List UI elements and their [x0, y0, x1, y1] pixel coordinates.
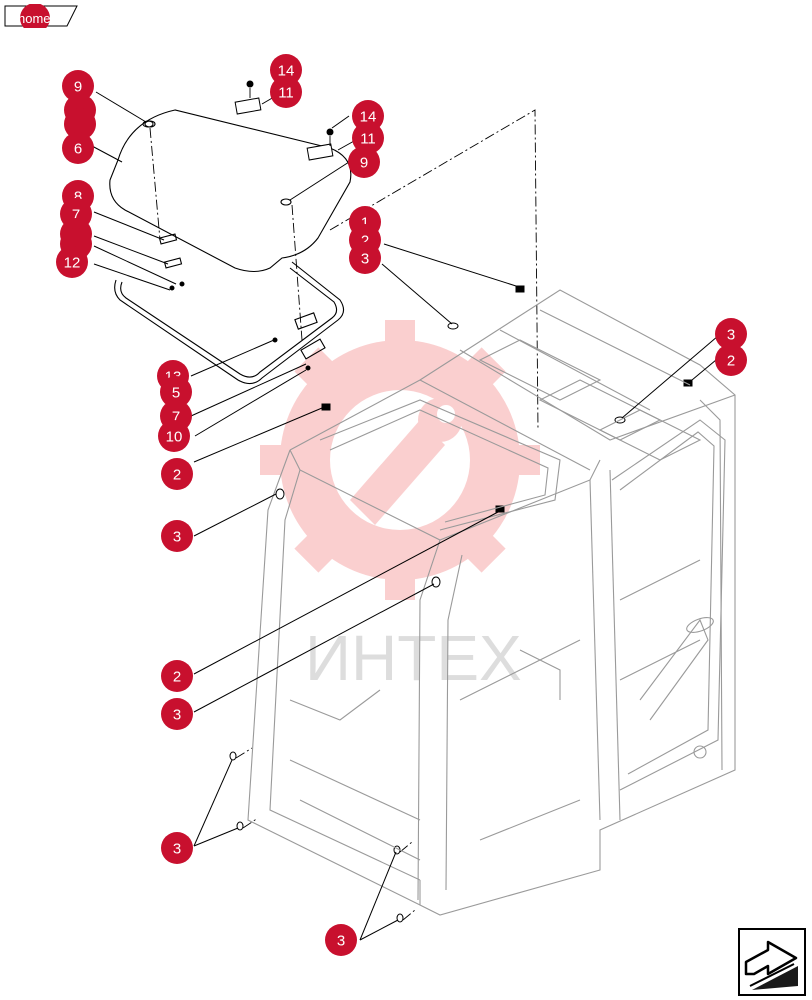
- callout-circle: [62, 70, 94, 102]
- callout-c9b[interactable]: 9: [348, 146, 380, 178]
- callout-label: 9: [74, 79, 82, 96]
- callout-label: 2: [727, 353, 735, 370]
- callout-circle: [715, 344, 747, 376]
- callout-label: 6: [74, 141, 82, 158]
- callout-c3left[interactable]: 3: [161, 520, 193, 552]
- callout-circle: [325, 924, 357, 956]
- callout-label: 8: [74, 189, 82, 206]
- callout-label: 7: [72, 207, 80, 224]
- callout-c14a[interactable]: 14: [270, 54, 302, 86]
- alignment-lines: [149, 88, 539, 921]
- home-label: home: [18, 11, 51, 26]
- callout-c10[interactable]: 10: [158, 420, 190, 452]
- callout-circle: [161, 458, 193, 490]
- callout-circle: [352, 122, 384, 154]
- callout-label: 3: [727, 327, 735, 344]
- callout-label: 2: [173, 669, 181, 686]
- callout-label: 2: [173, 467, 181, 484]
- callout-c6[interactable]: 6: [62, 132, 94, 164]
- callout-label: 14: [360, 109, 377, 126]
- callout-c3mid[interactable]: 3: [161, 698, 193, 730]
- callout-circle: [160, 376, 192, 408]
- callout-label: 5: [172, 385, 180, 402]
- callout-label: 11: [278, 85, 294, 102]
- callout-label: 10: [166, 429, 183, 446]
- callout-label: 3: [173, 841, 181, 858]
- callout-circle: [161, 698, 193, 730]
- callout-circle: [161, 832, 193, 864]
- callout-label: 11: [360, 131, 376, 148]
- callout-circle: [64, 108, 96, 140]
- callout-circle: [270, 54, 302, 86]
- leader-lines: [91, 89, 719, 941]
- callout-c11a[interactable]: 11: [270, 76, 302, 108]
- callout-label: 12: [64, 255, 81, 272]
- callout-label: 7: [172, 409, 180, 426]
- callout-layer: 91411614119871212332135710232333: [56, 54, 747, 956]
- callout-label: 1: [361, 215, 369, 232]
- callout-c3bottom[interactable]: 3: [325, 924, 357, 956]
- callout-circle: [56, 246, 88, 278]
- callout-circle: [161, 520, 193, 552]
- callout-label: 2: [361, 233, 369, 250]
- callout-label: 3: [337, 933, 345, 950]
- callout-label: 3: [173, 707, 181, 724]
- watermark-text: ИНТЕХ: [305, 622, 522, 694]
- home-button[interactable]: home: [4, 4, 78, 28]
- cab-body: [247, 289, 736, 916]
- callout-c3top[interactable]: 3: [349, 242, 381, 274]
- callout-c2right[interactable]: 2: [715, 344, 747, 376]
- callout-circle: [62, 132, 94, 164]
- callout-circle: [270, 76, 302, 108]
- callout-circle: [348, 146, 380, 178]
- callout-circle: [349, 242, 381, 274]
- seal-frame: [114, 261, 345, 385]
- hardware-parts: [142, 80, 693, 923]
- next-page-button[interactable]: [738, 928, 806, 996]
- callout-c11b[interactable]: 11: [352, 122, 384, 154]
- home-tab-shape: [4, 4, 78, 28]
- callout-c14b[interactable]: 14: [352, 100, 384, 132]
- callout-c3low[interactable]: 3: [161, 832, 193, 864]
- callout-c2mid[interactable]: 2: [161, 660, 193, 692]
- callout-c12[interactable]: 12: [56, 246, 88, 278]
- callout-c9hidden2[interactable]: [64, 108, 96, 140]
- callout-c2left[interactable]: 2: [161, 458, 193, 490]
- callout-circle: [352, 100, 384, 132]
- callout-label: 3: [361, 251, 369, 268]
- callout-circle: [715, 318, 747, 350]
- callout-c3right[interactable]: 3: [715, 318, 747, 350]
- roof-panel: [109, 109, 352, 273]
- callout-c9a[interactable]: 9: [62, 70, 94, 102]
- callout-label: 14: [278, 63, 295, 80]
- callout-circle: [158, 420, 190, 452]
- callout-c5[interactable]: 5: [160, 376, 192, 408]
- watermark-logo-icon: [260, 320, 540, 600]
- callout-label: 9: [360, 155, 368, 172]
- callout-label: 3: [173, 529, 181, 546]
- arrow-next-icon: [738, 928, 806, 996]
- callout-circle: [161, 660, 193, 692]
